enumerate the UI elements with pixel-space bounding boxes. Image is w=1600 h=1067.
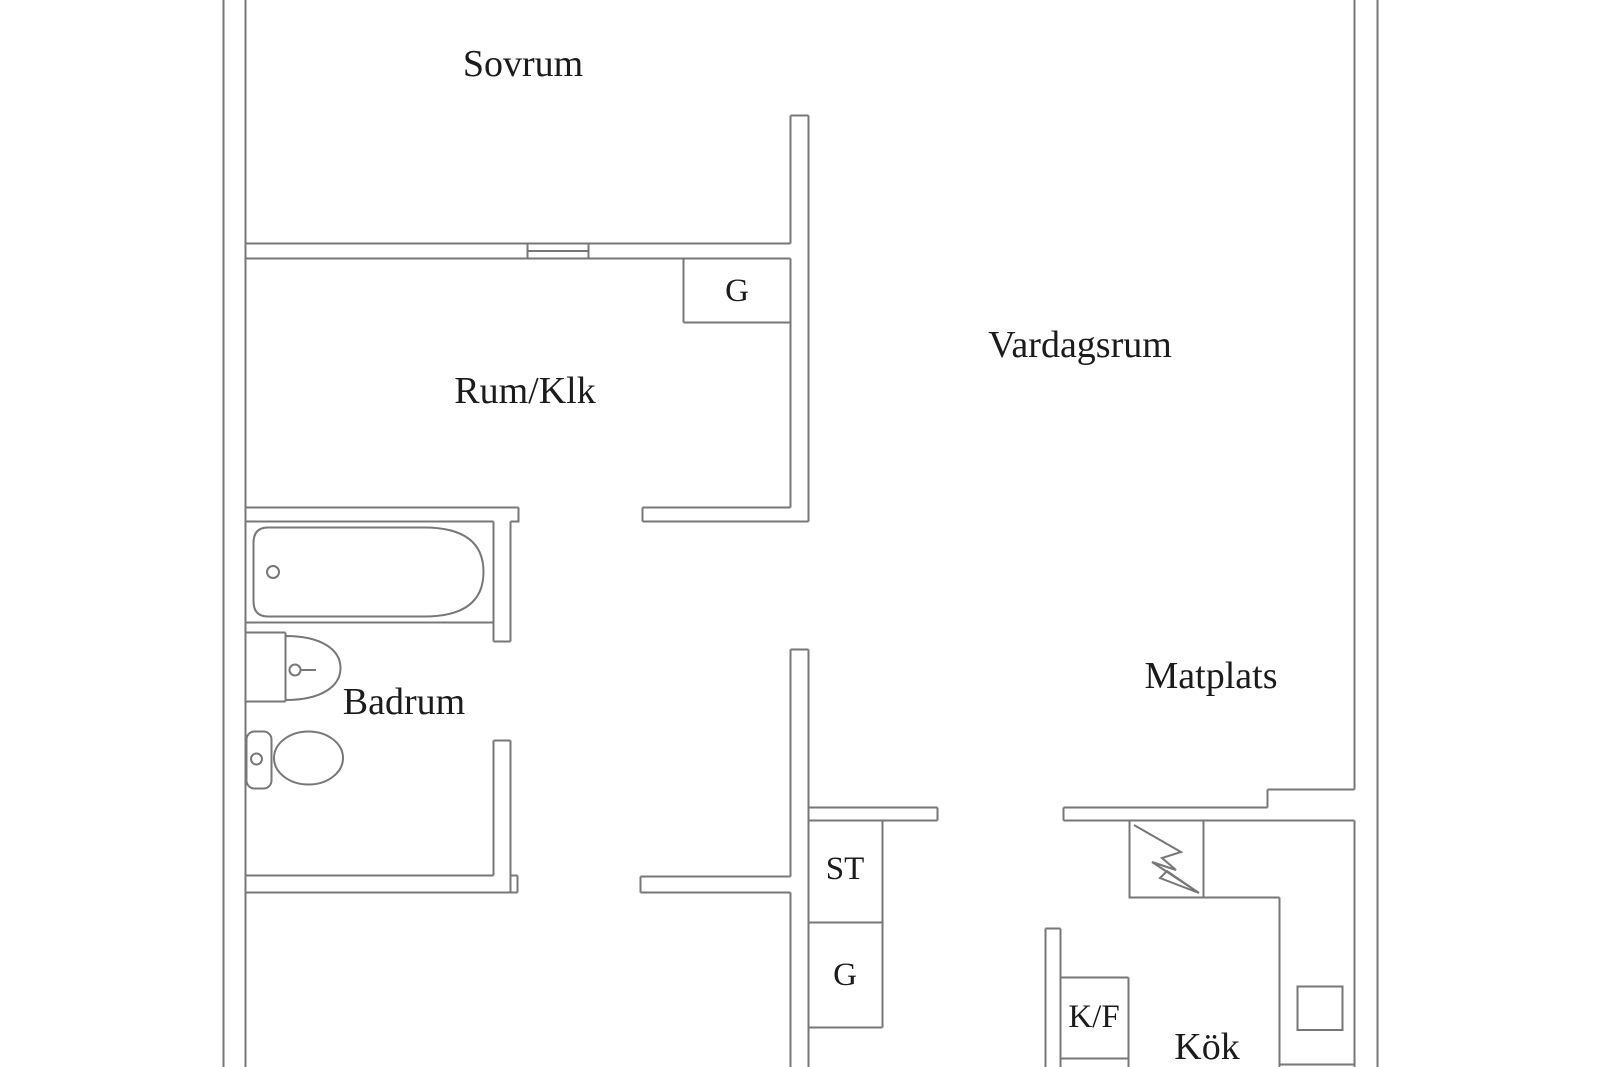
lightning-bolt-icon [1133, 824, 1200, 894]
wall-kf [1044, 927, 1062, 1067]
room-labels: Sovrum Rum/Klk Vardagsrum Badrum Matplat… [343, 43, 1278, 1067]
wall-st-north [808, 806, 939, 822]
sink [284, 634, 342, 702]
wall-mid-vertical-lower [789, 648, 810, 1067]
wall-rumklk-south [245, 506, 809, 523]
bathtub [252, 526, 485, 618]
closet-label-st: ST [826, 851, 865, 887]
wall-badrum-south [245, 874, 791, 894]
room-label-vardagsrum: Vardagsrum [988, 324, 1172, 366]
room-label-rum-klk: Rum/Klk [454, 370, 595, 412]
wall-badrum-east-lower [492, 739, 512, 893]
room-label-badrum: Badrum [343, 681, 465, 723]
closet-label-g-lower: G [833, 957, 857, 993]
sliding-door-symbol [526, 243, 590, 259]
toilet-tank [245, 730, 273, 790]
room-label-sovrum: Sovrum [463, 43, 583, 85]
wall-badrum-east-upper [492, 521, 512, 643]
closet-label-kf: K/F [1068, 999, 1119, 1035]
bathtub-outline [252, 526, 485, 618]
shaft-window [1296, 985, 1344, 1031]
wall-kok-inner [1203, 896, 1355, 1067]
closet-g-upper-box [682, 258, 791, 324]
wall-kok-north [1062, 788, 1355, 822]
toilet [245, 730, 344, 790]
room-label-kok: Kök [1174, 1026, 1239, 1067]
wall-sovrum-rumklk-divider [245, 242, 791, 260]
square-icon [1296, 985, 1344, 1031]
closet-st-g-boxes [808, 820, 884, 1029]
wall-exterior-left [222, 0, 247, 1067]
sink-faucet [288, 663, 302, 677]
kf-box [1060, 976, 1130, 1067]
sink-bowl [284, 634, 342, 702]
room-label-matplats: Matplats [1145, 655, 1278, 697]
closet-label-g-upper: G [725, 273, 749, 309]
wall-exterior-right [1353, 0, 1379, 1067]
wall-mid-vertical-upper [789, 114, 810, 522]
toilet-button [250, 752, 263, 766]
sink-niche [245, 631, 287, 703]
toilet-bowl [273, 730, 344, 786]
bathtub-drain [266, 565, 280, 579]
walls [222, 0, 1379, 1067]
electrical-panel [1128, 820, 1205, 899]
electrical-panel-box [1128, 820, 1205, 899]
